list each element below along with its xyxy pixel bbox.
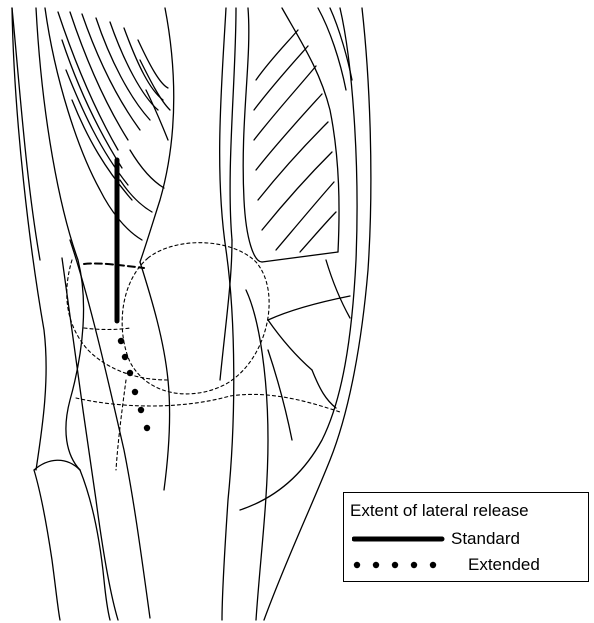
dotted-line-swatch <box>352 555 462 575</box>
lateral-thigh-muscle <box>12 8 174 262</box>
legend-label-standard: Standard <box>451 529 520 549</box>
joint-line-outline <box>67 260 340 470</box>
medial-thigh-muscle <box>230 8 352 262</box>
lateral-leg-contours <box>12 8 150 620</box>
patella-outline <box>122 243 269 394</box>
legend-item-standard: Standard <box>352 529 584 549</box>
solid-line-swatch <box>352 529 446 549</box>
legend-box: Extent of lateral release Standard Exten… <box>343 492 589 582</box>
legend-label-extended: Extended <box>468 555 540 575</box>
patellar-tendon-contours <box>140 240 232 490</box>
legend-item-extended: Extended <box>352 555 584 575</box>
retinaculum-dashed-line <box>84 263 144 268</box>
legend-title: Extent of lateral release <box>350 501 529 521</box>
extended-release-dots <box>118 338 150 431</box>
